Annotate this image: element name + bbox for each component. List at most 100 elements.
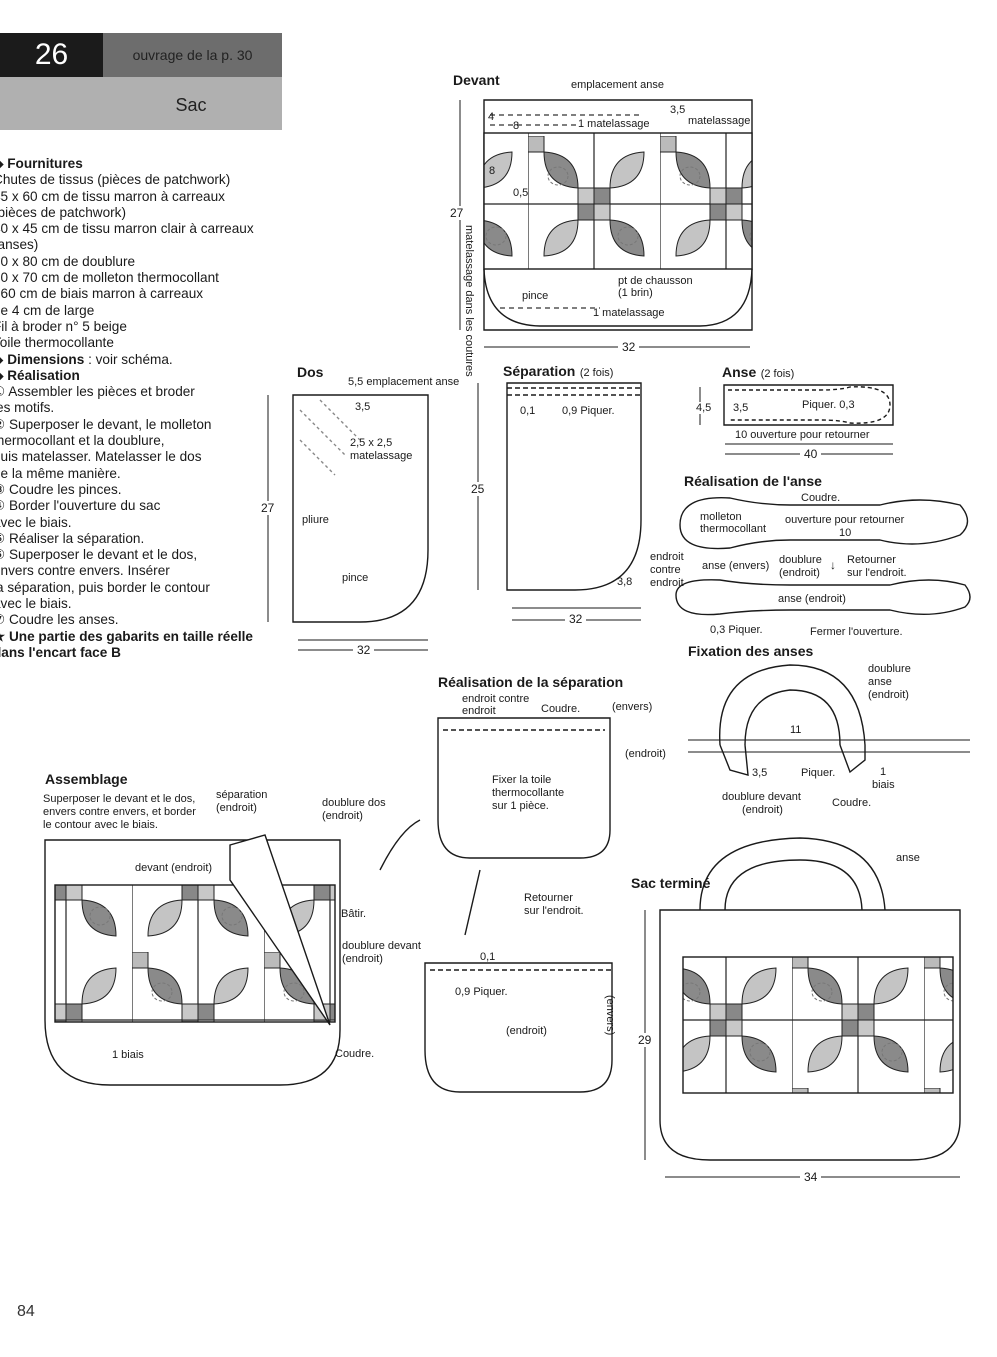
devant-label: 4: [488, 111, 495, 123]
assemblage-label: 1 biais: [112, 1049, 144, 1061]
fixation-label: 1: [880, 766, 887, 778]
dos-dimension-height: 27: [261, 501, 275, 515]
assemblage-label: Coudre.: [335, 1048, 375, 1060]
assemblage-label: (endroit): [216, 802, 257, 814]
separation-title: Séparation (2 fois): [503, 363, 613, 381]
real-sep-label: sur l'endroit.: [524, 905, 584, 917]
dimensions-line: ◆ Dimensions : voir schéma.: [0, 352, 283, 368]
anse-step-label: Coudre.: [801, 492, 841, 504]
material-item: 45 x 60 cm de tissu marron à carreaux: [0, 188, 225, 204]
instructions-column: ◆ Fournitures Chutes de tissus (pièces d…: [0, 156, 283, 661]
material-item: 70 x 80 cm de doublure: [0, 253, 136, 269]
material-item: (pièces de patchwork): [0, 204, 126, 220]
step-line: envers contre envers. Insérer: [0, 563, 170, 579]
step-line: ⑦ Coudre les anses.: [0, 612, 119, 628]
separation-dimension-height: 25: [471, 482, 485, 496]
assemblage-label: Bâtir.: [341, 908, 367, 920]
dos-title: Dos: [297, 364, 324, 380]
real-sep-label: 0,1: [480, 951, 496, 963]
heading-text: Réalisation: [7, 367, 80, 383]
step-line: la séparation, puis border le contour: [0, 579, 210, 595]
material-item: 40 x 45 cm de tissu marron clair à carre…: [0, 221, 254, 237]
real-sep-title: Réalisation de la séparation: [438, 674, 624, 690]
assemblage-description: Superposer le devant et le dos,: [43, 793, 196, 805]
reference-label: ouvrage de la p. 30: [103, 33, 282, 77]
assemblage-label: (endroit): [342, 953, 383, 965]
devant-label: matelassage: [688, 115, 751, 127]
devant-label: 3,5: [670, 104, 686, 116]
devant-label: 1 matelassage: [593, 307, 665, 319]
anse-step-label: molleton: [700, 511, 742, 523]
step-line: ① Assembler les pièces et broder: [0, 384, 195, 400]
assemblage-label: (endroit): [322, 810, 363, 822]
fixation-label: (endroit): [742, 804, 783, 816]
devant-label: emplacement anse: [571, 79, 664, 91]
assemblage-label: devant (endroit): [135, 862, 213, 874]
material-item: 60 x 70 cm de molleton thermocollant: [0, 270, 219, 286]
anse-step-label: Fermer l'ouverture.: [810, 626, 903, 638]
page-title: Sac: [0, 77, 282, 130]
real-sep-label: Coudre.: [541, 703, 581, 715]
anse-title: Anse (2 fois): [722, 364, 794, 382]
fixation-label: 11: [790, 724, 802, 736]
steps-heading: ◆ Réalisation: [0, 368, 283, 384]
step-line: avec le biais.: [0, 596, 72, 612]
step-line: ③ Coudre les pinces.: [0, 481, 122, 497]
real-sep-label: thermocollante: [492, 787, 565, 799]
fixation-label: anse: [868, 676, 892, 688]
fixation-label: doublure devant: [722, 791, 801, 803]
real-sep-label: sur 1 pièce.: [492, 800, 549, 812]
step-line: ⑤ Réaliser la séparation.: [0, 530, 145, 546]
material-item: Toile thermocollante: [0, 335, 114, 351]
anse-diagram: [699, 384, 894, 455]
separation-label: 0,1: [520, 405, 536, 417]
note-line: ★ Une partie des gabarits en taille réel…: [0, 628, 253, 644]
anse-step-label: anse (endroit): [778, 593, 846, 605]
real-sep-label: (envers): [612, 701, 653, 713]
anse-step-label: sur l'endroit.: [847, 567, 907, 579]
dos-label: matelassage: [350, 450, 413, 462]
sac-dimension-height: 29: [638, 1033, 652, 1047]
devant-label: pince: [522, 290, 549, 302]
pattern-number: 26: [0, 33, 103, 77]
down-arrow-icon: ↓: [830, 558, 836, 572]
dos-label: pince: [342, 572, 369, 584]
real-sep-label: endroit contre: [462, 693, 530, 705]
devant-label: (1 brin): [618, 287, 653, 299]
separation-label: 3,8: [617, 576, 633, 588]
separation-label: 0,9 Piquer.: [562, 405, 615, 417]
dimensions-value: : voir schéma.: [84, 351, 173, 367]
real-sep-label: endroit: [462, 705, 496, 717]
devant-label: 8: [489, 165, 496, 177]
material-item: Fil à broder n° 5 beige: [0, 318, 127, 334]
devant-label: matelassage dans les coutures: [463, 225, 475, 377]
anse-step-label: contre: [650, 564, 681, 576]
step-line: thermocollant et la doublure,: [0, 433, 165, 449]
step-line: ④ Border l'ouverture du sac: [0, 498, 161, 514]
realisation-anse-title: Réalisation de l'anse: [684, 473, 822, 489]
heading-text: Fournitures: [7, 156, 83, 171]
anse-step-label: ouverture pour retourner: [785, 514, 905, 526]
assemblage-label: doublure devant: [342, 940, 421, 952]
fixation-label: Coudre.: [832, 797, 872, 809]
sac-dimension-width: 34: [800, 1170, 822, 1184]
devant-label: 0,5: [513, 187, 529, 199]
dos-label: 3,5: [355, 401, 371, 413]
devant-dimension-height: 27: [450, 206, 464, 220]
material-item: (anses): [0, 237, 39, 253]
dos-dimension-width: 32: [353, 643, 375, 657]
fixation-label: doublure: [868, 663, 911, 675]
title-sub: (2 fois): [760, 368, 795, 380]
devant-label: 1 matelassage: [578, 118, 650, 130]
dos-label: pliure: [302, 514, 329, 526]
fixation-diagram: [688, 664, 970, 776]
step-line: ⑥ Superposer le devant et le dos,: [0, 547, 198, 563]
fixation-label: Piquer.: [801, 767, 836, 779]
devant-title: Devant: [453, 72, 500, 88]
realisation-anse-diagram: [675, 497, 971, 616]
real-sep-label: 0,9 Piquer.: [455, 986, 508, 998]
anse-step-label: anse (envers): [702, 560, 770, 572]
anse-step-label: 0,3 Piquer.: [710, 624, 763, 636]
step-line: puis matelasser. Matelasser le dos: [0, 449, 202, 465]
real-sep-label: Fixer la toile: [492, 774, 552, 786]
